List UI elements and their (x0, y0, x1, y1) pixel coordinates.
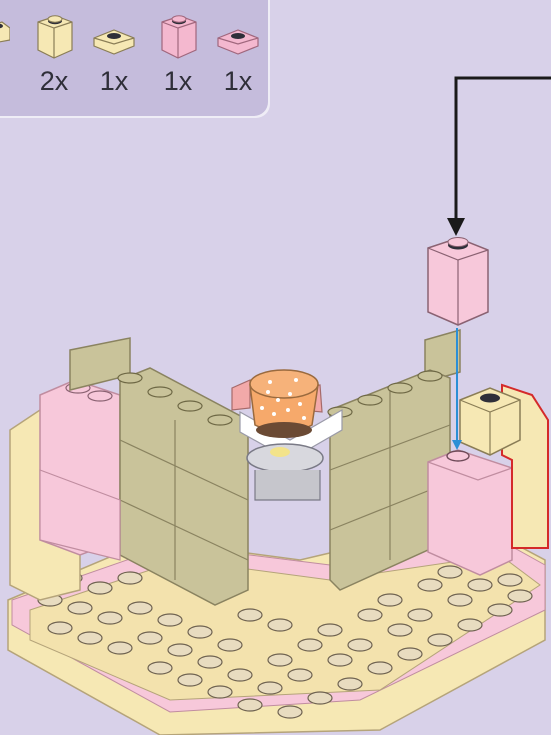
right-pink-column (428, 450, 512, 575)
cream-brick-on-wall (460, 388, 520, 455)
new-pink-brick (428, 238, 488, 326)
placement-arrow (447, 78, 551, 236)
